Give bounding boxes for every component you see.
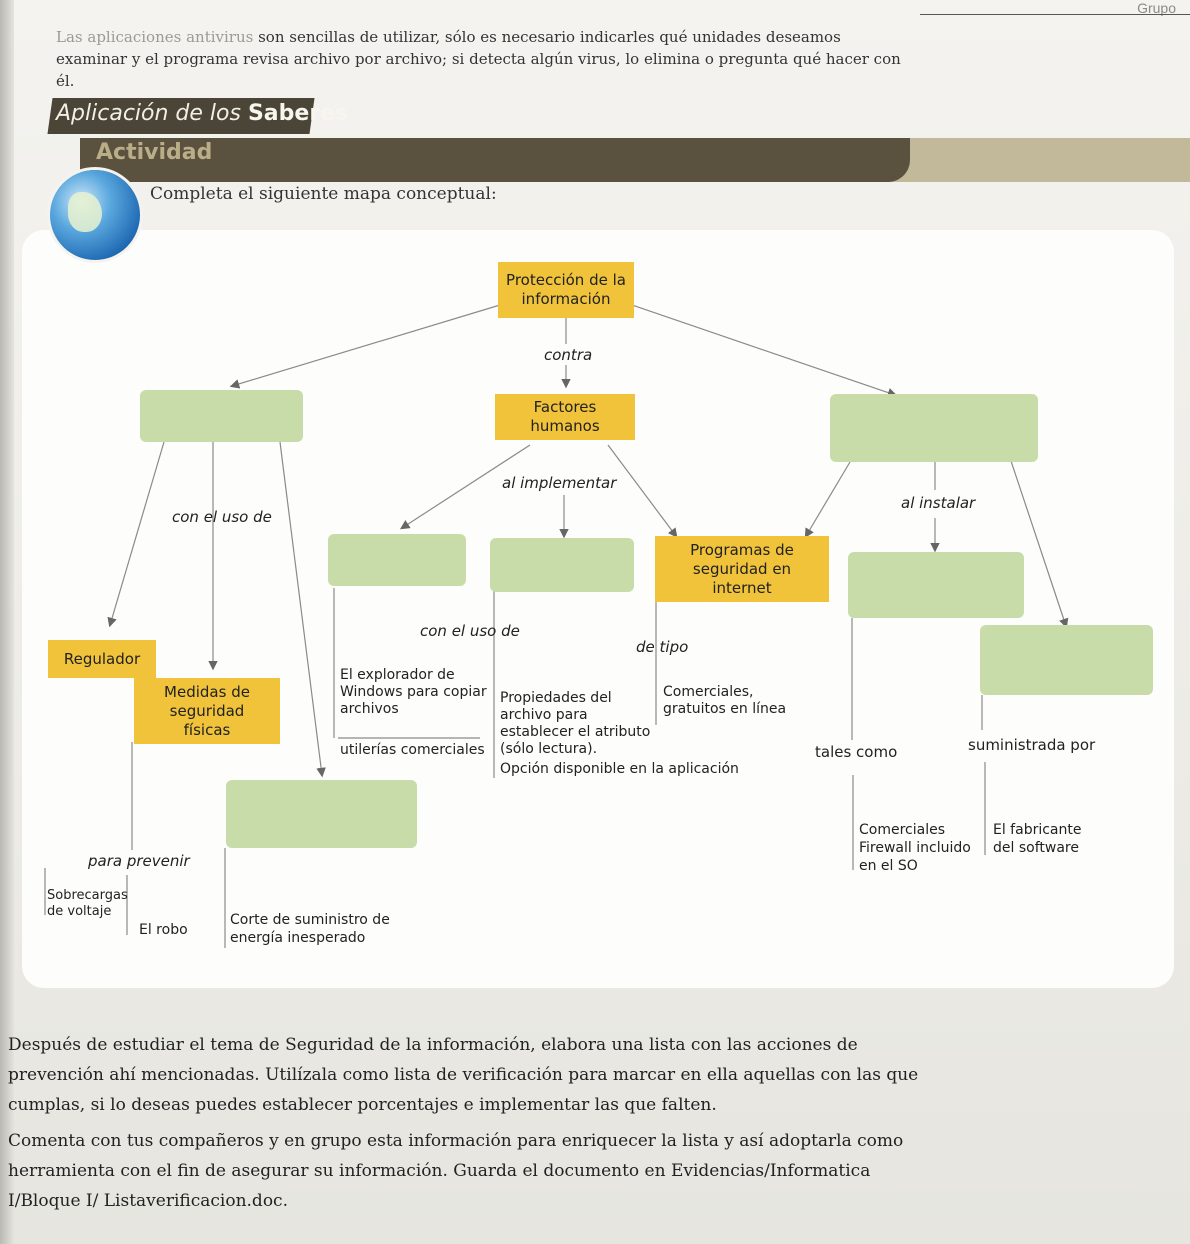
- blank-box-mid-center[interactable]: [490, 538, 634, 592]
- blank-box-bottom[interactable]: [226, 780, 417, 848]
- intro-paragraph: Las aplicaciones antivirus son sencillas…: [56, 26, 916, 92]
- label-tales-como: tales como: [815, 743, 898, 761]
- blank-box-far-right[interactable]: [980, 625, 1153, 695]
- concept-programas-seguridad: Programas de seguridad en internet: [655, 536, 829, 602]
- text-sobrecargas: Sobrecargas de voltaje: [47, 888, 128, 919]
- text-opcion: Opción disponible en la aplicación: [500, 761, 739, 777]
- label-contra: contra: [544, 346, 593, 364]
- label-con-el-uso-de-center: con el uso de: [420, 622, 520, 640]
- text-comerciales-gratuitos: Comerciales, gratuitos en línea: [663, 684, 787, 717]
- footer-paragraph-2: Comenta con tus compañeros y en grupo es…: [8, 1131, 904, 1211]
- banner-word: Saberes: [247, 101, 349, 126]
- blank-box-left[interactable]: [140, 390, 303, 442]
- text-propiedades: Propiedades del archivo para establecer …: [500, 690, 651, 757]
- text-utilerias: utilerías comerciales: [340, 742, 485, 758]
- intro-faint-text: Las aplicaciones antivirus: [56, 28, 254, 46]
- instruction-text: Completa el siguiente mapa conceptual:: [150, 184, 497, 204]
- footer-paragraph-1: Después de estudiar el tema de Seguridad…: [8, 1035, 919, 1115]
- text-explorador: El explorador de Windows para copiar arc…: [340, 667, 487, 717]
- label-al-instalar: al instalar: [901, 494, 976, 512]
- instructions-footer: Después de estudiar el tema de Seguridad…: [8, 1030, 938, 1222]
- label-suministrada-por: suministrada por: [968, 736, 1096, 754]
- activity-tab: [80, 138, 910, 182]
- text-comerciales-firewall: Comerciales Firewall incluido en el SO: [859, 822, 971, 874]
- header-rule: [920, 14, 1190, 15]
- label-de-tipo: de tipo: [636, 638, 689, 656]
- text-robo: El robo: [139, 922, 188, 938]
- corner-word: Grupo: [1137, 0, 1176, 16]
- label-al-implementar: al implementar: [502, 474, 617, 492]
- banner-prefix: Aplicación de los: [56, 101, 248, 126]
- blank-box-mid-left[interactable]: [328, 534, 466, 586]
- activity-label: Actividad: [96, 140, 213, 165]
- text-corte: Corte de suministro de energía inesperad…: [230, 912, 390, 946]
- text-fabricante: El fabricante del software: [993, 822, 1082, 856]
- section-banner-title: Aplicación de los Saberes: [56, 101, 348, 126]
- concept-root: Protección de la información: [498, 262, 634, 318]
- intro-text: son sencillas de utilizar, sólo es neces…: [56, 28, 901, 90]
- concept-regulador: Regulador: [48, 640, 156, 678]
- label-con-el-uso-de-left: con el uso de: [172, 508, 272, 526]
- label-para-prevenir: para prevenir: [88, 852, 190, 870]
- blank-box-right[interactable]: [830, 394, 1038, 462]
- blank-box-right-lower[interactable]: [848, 552, 1024, 618]
- concept-factores-humanos: Factores humanos: [495, 394, 635, 440]
- book-spine-shadow: [0, 0, 14, 1244]
- concept-medidas-fisicas: Medidas de seguridad físicas: [134, 678, 280, 744]
- globe-icon: [50, 170, 140, 260]
